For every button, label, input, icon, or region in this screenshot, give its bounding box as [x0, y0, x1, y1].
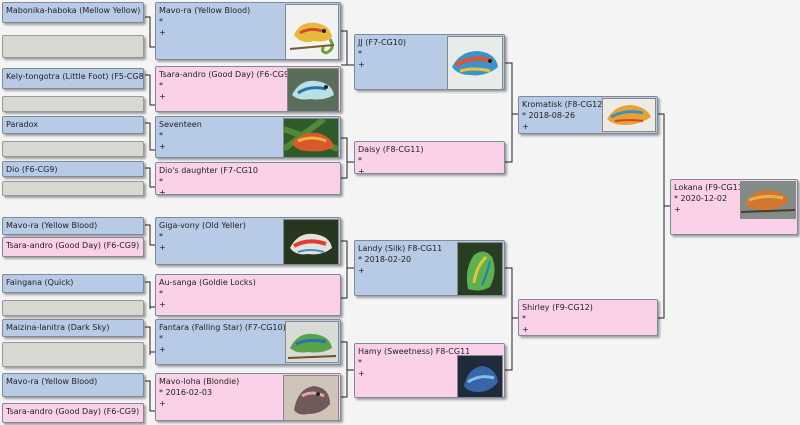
great-grandparent-card[interactable]: Paradox [2, 116, 144, 134]
chameleon-photo[interactable] [283, 118, 339, 158]
great-grandparent-card[interactable]: Mabonika-haboka (Mellow Yellow) [2, 2, 144, 23]
animal-name: Giga-vony (Old Yeller) [159, 221, 246, 230]
great-grandparent-card[interactable]: Tsara-andro (Good Day) (F6-CG9) [2, 237, 144, 257]
great-grandparent-card[interactable]: Mavo-ra (Yellow Blood) [2, 217, 144, 235]
death-date: + [159, 399, 166, 408]
animal-name: Lokana (F9-CG13) [674, 183, 746, 192]
birth-date: * [159, 17, 163, 26]
animal-name: Maizina-lanitra (Dark Sky) [6, 323, 110, 332]
birth-date: * 2016-02-03 [159, 388, 213, 397]
death-date: + [358, 369, 365, 378]
death-date: + [159, 92, 166, 101]
animal-name: Shirley (F9-CG12) [522, 303, 593, 312]
death-date: + [159, 28, 166, 37]
birth-date: * [159, 177, 163, 186]
chameleon-photo[interactable] [447, 36, 503, 90]
empty-ancestor-slot[interactable] [2, 96, 144, 112]
birth-date: * [159, 334, 163, 343]
great-grandparent-card[interactable]: Maizina-lanitra (Dark Sky) [2, 319, 144, 337]
death-date: + [358, 266, 365, 275]
grandparent-card[interactable]: Seventeen * + [155, 116, 341, 158]
animal-name: Kely-tongotra (Little Foot) (F5-CG8) [6, 72, 144, 81]
chameleon-photo[interactable] [285, 321, 339, 363]
death-date: + [159, 345, 166, 354]
death-date: + [358, 167, 365, 174]
death-date: + [159, 300, 166, 309]
subject-animal-card[interactable]: Lokana (F9-CG13) * 2020-12-02 + [670, 179, 798, 235]
animal-name: Mavo-ra (Yellow Blood) [159, 6, 251, 15]
empty-ancestor-slot[interactable] [2, 342, 144, 367]
grandparent-card[interactable]: Mavo-ra (Yellow Blood) * + [155, 2, 341, 60]
great-grandparent-card[interactable]: Tsara-andro (Good Day) (F6-CG9) [2, 403, 144, 423]
birth-date: * 2020-12-02 [674, 194, 728, 203]
grandparent-card[interactable]: Mavo-loha (Blondie) * 2016-02-03 + [155, 373, 341, 421]
grandparent-card[interactable]: Giga-vony (Old Yeller) * + [155, 217, 341, 265]
grandparent-card[interactable]: Landy (Silk) F8-CG11 * 2018-02-20 + [354, 240, 505, 296]
animal-name: Dio (F6-CG9) [6, 165, 58, 174]
parent-card[interactable]: Daisy (F8-CG11) * + [354, 141, 505, 174]
death-date: + [522, 325, 529, 334]
animal-name: Landy (Silk) F8-CG11 [358, 244, 443, 253]
death-date: + [159, 188, 166, 195]
death-date: + [674, 205, 681, 214]
chameleon-photo[interactable] [285, 4, 339, 60]
animal-name: Daisy (F8-CG11) [358, 145, 424, 154]
birth-date: * [159, 232, 163, 241]
birth-date: * [159, 289, 163, 298]
chameleon-photo[interactable] [287, 68, 339, 112]
birth-date: * [159, 81, 163, 90]
empty-ancestor-slot[interactable] [2, 35, 144, 58]
animal-name: Tsara-andro (Good Day) (F6-CG9) [6, 407, 140, 416]
animal-name: Au-sanga (Goldie Locks) [159, 278, 256, 287]
animal-name: Seventeen [159, 120, 202, 129]
death-date: + [358, 60, 365, 69]
death-date: + [159, 243, 166, 252]
chameleon-photo[interactable] [457, 242, 503, 296]
chameleon-photo[interactable] [283, 219, 339, 265]
birth-date: * [358, 49, 362, 58]
grandparent-card[interactable]: Tsara-andro (Good Day) (F6-CG9) * + [155, 66, 341, 112]
animal-name: Fantara (Falling Star) (F7-CG10) [159, 323, 286, 332]
chameleon-photo[interactable] [740, 181, 796, 219]
chameleon-photo[interactable] [602, 98, 656, 132]
birth-date: * [159, 131, 163, 140]
parent-card[interactable]: Hamy (Sweetness) F8-CG11 * + [354, 343, 505, 398]
animal-name: Mavo-ra (Yellow Blood) [6, 221, 98, 230]
empty-ancestor-slot[interactable] [2, 300, 144, 316]
great-grandparent-card[interactable]: Faingana (Quick) [2, 274, 144, 293]
great-grandparent-card[interactable]: Kely-tongotra (Little Foot) (F5-CG8) [2, 68, 144, 89]
great-grandparent-card[interactable]: Mavo-ra (Yellow Blood) [2, 373, 144, 397]
grandparent-card[interactable]: Dio's daughter (F7-CG10 * + [155, 162, 341, 195]
animal-name: Mavo-loha (Blondie) [159, 377, 240, 386]
animal-name: Kromatisk (F8-CG12) [522, 100, 606, 109]
chameleon-photo[interactable] [457, 355, 503, 398]
birth-date: * 2018-02-20 [358, 255, 412, 264]
death-date: + [159, 142, 166, 151]
parent-card[interactable]: Shirley (F9-CG12) * + [518, 299, 658, 336]
chameleon-photo[interactable] [283, 375, 339, 421]
birth-date: * [358, 358, 362, 367]
animal-name: Faingana (Quick) [6, 278, 74, 287]
empty-ancestor-slot[interactable] [2, 141, 144, 157]
birth-date: * 2018-08-26 [522, 111, 576, 120]
animal-name: Paradox [6, 120, 39, 129]
birth-date: * [522, 314, 526, 323]
animal-name: JJ (F7-CG10) [358, 38, 407, 47]
great-grandparent-card[interactable]: Dio (F6-CG9) [2, 161, 144, 177]
animal-name: Mavo-ra (Yellow Blood) [6, 377, 98, 386]
death-date: + [522, 122, 529, 131]
birth-date: * [358, 156, 362, 165]
parent-card[interactable]: Kromatisk (F8-CG12) * 2018-08-26 + [518, 96, 658, 134]
animal-name: Tsara-andro (Good Day) (F6-CG9) [159, 70, 293, 79]
grandparent-card[interactable]: Au-sanga (Goldie Locks) * + [155, 274, 341, 316]
grandparent-card[interactable]: JJ (F7-CG10) * + [354, 34, 505, 90]
animal-name: Tsara-andro (Good Day) (F6-CG9) [6, 241, 140, 250]
animal-name: Hamy (Sweetness) F8-CG11 [358, 347, 471, 356]
grandparent-card[interactable]: Fantara (Falling Star) (F7-CG10) * + [155, 319, 341, 365]
animal-name: Dio's daughter (F7-CG10 [159, 166, 258, 175]
empty-ancestor-slot[interactable] [2, 181, 144, 196]
animal-name: Mabonika-haboka (Mellow Yellow) [6, 6, 141, 15]
